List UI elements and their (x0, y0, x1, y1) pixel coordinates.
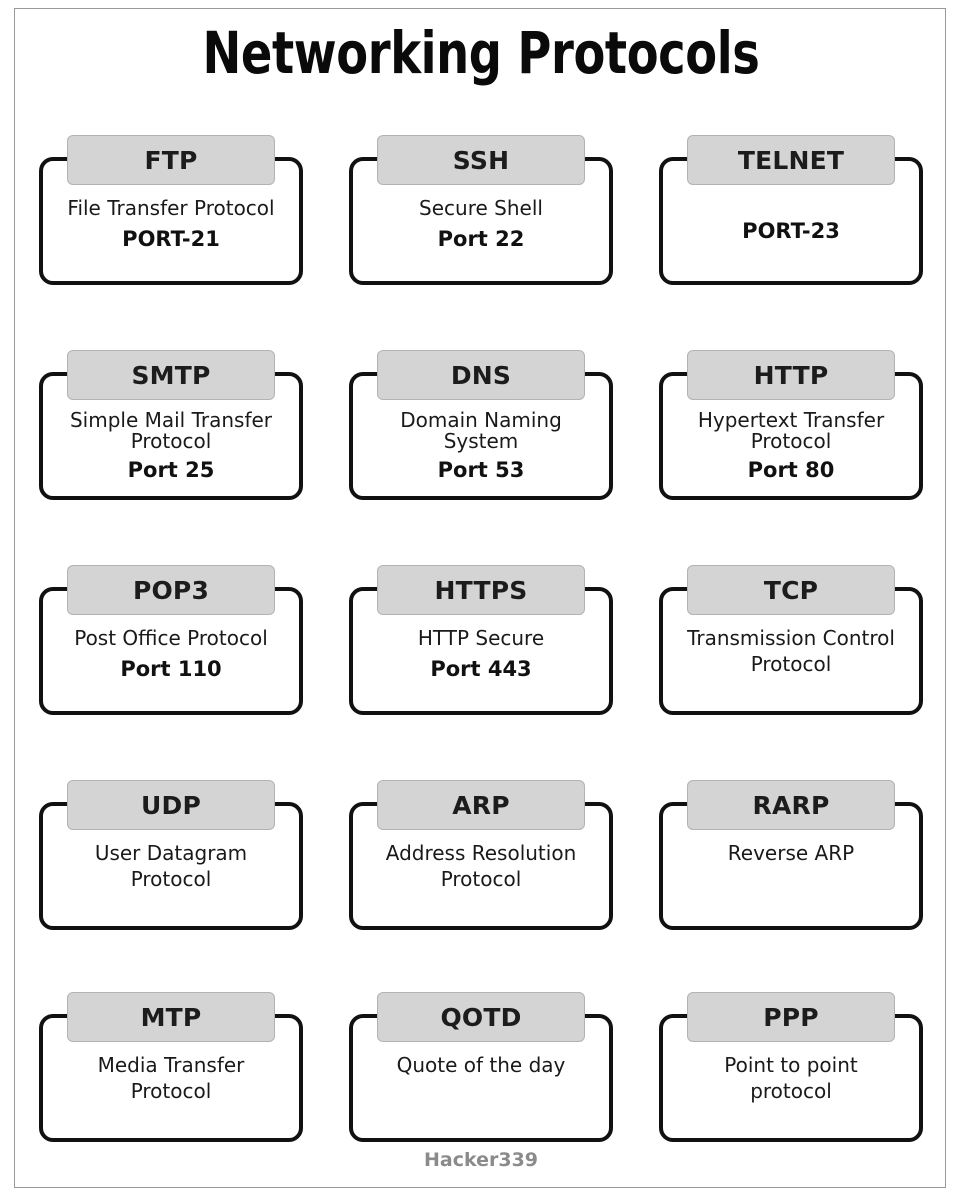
protocol-description: Media Transfer Protocol (97, 1053, 245, 1103)
protocol-card-ppp[interactable]: PPP Point to point protocol (645, 992, 937, 1197)
protocol-description: Domain Naming System (400, 408, 562, 453)
footer-credit: Hacker339 (423, 1149, 539, 1171)
protocol-card-udp[interactable]: UDP User Datagram Protocol (25, 780, 317, 992)
protocol-card-http[interactable]: HTTP Hypertext Transfer Protocol Port 80 (645, 350, 937, 565)
card-header-tag: PPP (687, 992, 895, 1042)
card-header-tag: TCP (687, 565, 895, 615)
card-content: Media Transfer Protocol (39, 1052, 303, 1104)
card-content: Simple Mail Transfer Protocol Port 25 (39, 408, 303, 483)
page-title: Networking Protocols (202, 19, 760, 87)
protocol-name: SMTP (131, 360, 211, 390)
card-content: PORT-23 (659, 195, 923, 243)
protocol-name: UDP (141, 790, 201, 820)
protocol-port: PORT-21 (122, 227, 220, 251)
card-header-tag: FTP (67, 135, 275, 185)
card-content: Post Office Protocol Port 110 (39, 625, 303, 681)
card-content: Point to point protocol (659, 1052, 923, 1104)
protocol-port: PORT-23 (742, 219, 840, 243)
protocol-description: Address Resolution Protocol (385, 841, 577, 891)
protocol-description: HTTP Secure (417, 626, 545, 650)
protocol-name: MTP (140, 1002, 202, 1032)
protocol-port: Port 110 (120, 657, 222, 681)
card-content: Domain Naming System Port 53 (349, 408, 613, 483)
protocol-card-rarp[interactable]: RARP Reverse ARP (645, 780, 937, 992)
protocol-card-smtp[interactable]: SMTP Simple Mail Transfer Protocol Port … (25, 350, 317, 565)
protocol-description: File Transfer Protocol (67, 196, 275, 220)
protocol-card-mtp[interactable]: MTP Media Transfer Protocol (25, 992, 317, 1197)
protocol-name: QOTD (440, 1002, 522, 1032)
protocol-card-arp[interactable]: ARP Address Resolution Protocol (335, 780, 627, 992)
card-content: Secure Shell Port 22 (349, 195, 613, 251)
card-header-tag: SMTP (67, 350, 275, 400)
protocol-port: Port 443 (430, 657, 532, 681)
card-header-tag: TELNET (687, 135, 895, 185)
protocol-card-dns[interactable]: DNS Domain Naming System Port 53 (335, 350, 627, 565)
protocol-row: SMTP Simple Mail Transfer Protocol Port … (25, 350, 937, 565)
protocol-name: HTTPS (434, 575, 528, 605)
protocol-grid: FTP File Transfer Protocol PORT-21 SSH S… (25, 135, 937, 1197)
protocol-name: POP3 (132, 575, 210, 605)
card-header-tag: HTTPS (377, 565, 585, 615)
card-content: User Datagram Protocol (39, 840, 303, 892)
protocol-port: Port 22 (437, 227, 525, 251)
protocol-port: Port 53 (437, 458, 525, 482)
card-header-tag: POP3 (67, 565, 275, 615)
card-content: Hypertext Transfer Protocol Port 80 (659, 408, 923, 483)
card-header-tag: HTTP (687, 350, 895, 400)
protocol-description: User Datagram Protocol (94, 841, 248, 891)
protocol-row: FTP File Transfer Protocol PORT-21 SSH S… (25, 135, 937, 350)
card-content: Quote of the day (349, 1052, 613, 1078)
card-header-tag: MTP (67, 992, 275, 1042)
protocol-name: PPP (763, 1002, 819, 1032)
card-header-tag: UDP (67, 780, 275, 830)
protocol-card-ftp[interactable]: FTP File Transfer Protocol PORT-21 (25, 135, 317, 350)
protocol-name: DNS (450, 360, 512, 390)
protocol-card-ssh[interactable]: SSH Secure Shell Port 22 (335, 135, 627, 350)
protocol-description: Reverse ARP (727, 841, 855, 865)
protocol-name: RARP (752, 790, 830, 820)
protocol-row: UDP User Datagram Protocol ARP Address R… (25, 780, 937, 992)
protocol-name: TELNET (737, 145, 845, 175)
protocol-name: ARP (452, 790, 510, 820)
card-content: File Transfer Protocol PORT-21 (39, 195, 303, 251)
protocol-description: Transmission Control Protocol (687, 626, 895, 676)
protocol-name: SSH (452, 145, 510, 175)
protocol-description: Point to point protocol (724, 1053, 858, 1103)
protocol-row: MTP Media Transfer Protocol QOTD Quote o… (25, 992, 937, 1197)
protocol-card-qotd[interactable]: QOTD Quote of the day (335, 992, 627, 1197)
protocol-port: Port 80 (747, 458, 835, 482)
card-content: Reverse ARP (659, 840, 923, 866)
protocol-card-tcp[interactable]: TCP Transmission Control Protocol (645, 565, 937, 780)
protocol-name: TCP (763, 575, 819, 605)
protocol-description: Simple Mail Transfer Protocol (69, 408, 273, 453)
card-header-tag: RARP (687, 780, 895, 830)
protocol-port: Port 25 (127, 458, 215, 482)
protocol-name: FTP (144, 145, 198, 175)
poster-frame: Networking Protocols FTP File Transfer P… (14, 8, 946, 1188)
protocol-name: HTTP (753, 360, 829, 390)
protocol-description: Secure Shell (419, 196, 543, 220)
protocol-description: Quote of the day (396, 1053, 566, 1077)
card-content: HTTP Secure Port 443 (349, 625, 613, 681)
protocol-card-pop3[interactable]: POP3 Post Office Protocol Port 110 (25, 565, 317, 780)
protocol-card-telnet[interactable]: TELNET PORT-23 (645, 135, 937, 350)
card-header-tag: ARP (377, 780, 585, 830)
protocol-description: Post Office Protocol (74, 626, 268, 650)
protocol-card-https[interactable]: HTTPS HTTP Secure Port 443 (335, 565, 627, 780)
protocol-description: Hypertext Transfer Protocol (697, 408, 885, 453)
card-header-tag: SSH (377, 135, 585, 185)
protocol-row: POP3 Post Office Protocol Port 110 HTTPS… (25, 565, 937, 780)
card-header-tag: DNS (377, 350, 585, 400)
card-content: Address Resolution Protocol (349, 840, 613, 892)
card-header-tag: QOTD (377, 992, 585, 1042)
card-content: Transmission Control Protocol (659, 625, 923, 677)
